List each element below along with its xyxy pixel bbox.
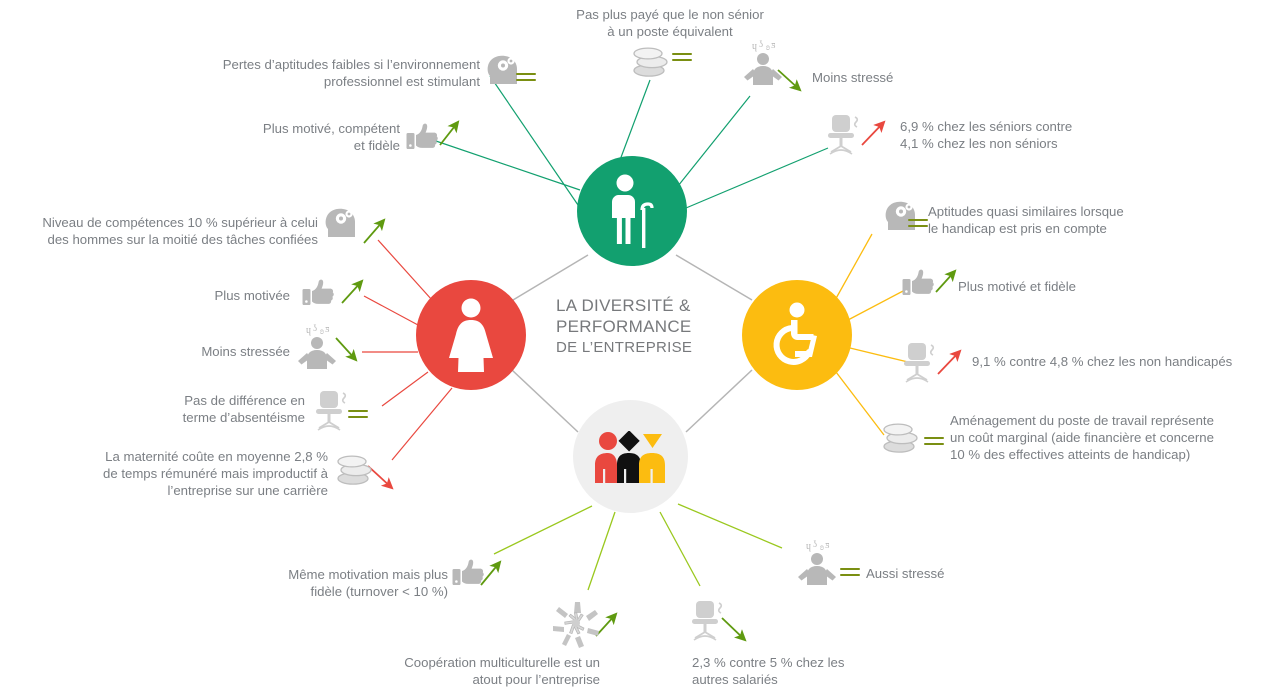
diversity-absenteeism-label: 2,3 % contre 5 % chez les autres salarié… [692, 655, 845, 687]
head-with-gears-icon [884, 200, 918, 232]
svg-text:ɥ: ɥ [306, 325, 311, 336]
senior-motivation-label: Plus motivé, compétent et fidèle [262, 121, 400, 153]
hands-together-teamwork-icon [550, 598, 602, 648]
women-absenteeism-label: Pas de différence en terme d’absentéisme [182, 393, 305, 425]
thumbs-up-icon [452, 558, 484, 588]
hub-circle-women[interactable] [416, 280, 526, 390]
empty-office-chair-icon [900, 340, 942, 384]
center-title-line3: DE L’ENTREPRISE [556, 339, 693, 356]
handicap-skills-label: Aptitudes quasi similaires lorsque le ha… [928, 204, 1124, 236]
svg-text:ʚ: ʚ [820, 542, 824, 552]
thumbs-up-icon [902, 268, 934, 298]
svg-text:ʚ: ʚ [320, 326, 324, 336]
wheelchair-accessibility-icon [764, 302, 830, 368]
hub-circle-handicap[interactable] [742, 280, 852, 390]
svg-text:ʖ: ʖ [313, 323, 317, 333]
stressed-person-icon: ɥ ʖ ʚ ƽ [794, 538, 840, 586]
stressed-person-icon: ɥ ʖ ʚ ƽ [294, 322, 340, 370]
svg-text:ʖ: ʖ [759, 39, 763, 49]
equals-indicator-icon [908, 219, 928, 228]
thumbs-up-icon [302, 278, 334, 308]
stack-of-coins-icon [630, 44, 670, 78]
diversity-stress-label: Aussi stressé [866, 566, 945, 581]
handicap-workstation-label: Aménagement du poste de travail représen… [950, 413, 1214, 462]
handicap-absenteeism-label: 9,1 % contre 4,8 % chez les non handicap… [972, 354, 1233, 369]
handicap-motivation-label: Plus motivé et fidèle [958, 279, 1077, 294]
head-with-gears-icon [324, 207, 358, 239]
svg-text:ƽ: ƽ [771, 40, 776, 51]
women-maternity-label: La maternité coûte en moyenne 2,8 % de t… [102, 449, 328, 498]
hub-circle-senior[interactable] [577, 156, 687, 266]
three-diverse-people-icon [593, 430, 669, 483]
svg-text:ɥ: ɥ [752, 41, 757, 52]
stressed-person-icon: ɥ ʖ ʚ ƽ [740, 38, 786, 86]
stack-of-coins-icon [334, 452, 374, 486]
senior-absenteeism-label: 6,9 % chez les séniors contre 4,1 % chez… [900, 119, 1073, 151]
elderly-person-with-cane-icon [602, 174, 662, 248]
women-skills-label: Niveau de compétences 10 % supérieur à c… [42, 215, 318, 247]
center-title-line2: PERFORMANCE [556, 317, 692, 336]
senior-stress-label: Moins stressé [812, 70, 894, 85]
stack-of-coins-icon [880, 420, 920, 454]
women-stress-label: Moins stressée [201, 344, 290, 359]
svg-text:ʚ: ʚ [766, 42, 770, 52]
equals-indicator-icon [516, 73, 536, 82]
equals-indicator-icon [672, 53, 692, 62]
head-with-gears-icon [486, 54, 520, 86]
thumbs-up-icon [406, 122, 438, 152]
svg-text:ɥ: ɥ [806, 541, 811, 552]
page-title: LA DIVERSITÉ & PERFORMANCE DE L’ENTREPRI… [556, 295, 728, 358]
svg-text:ʖ: ʖ [813, 539, 817, 549]
empty-office-chair-icon [824, 112, 866, 156]
center-title-line1: LA DIVERSITÉ & [556, 296, 691, 315]
svg-text:ƽ: ƽ [325, 324, 330, 335]
equals-indicator-icon [840, 568, 860, 577]
empty-office-chair-icon [312, 388, 354, 432]
senior-skills-label: Pertes d’aptitudes faibles si l’environn… [222, 57, 480, 89]
woman-figure-icon [444, 298, 498, 372]
hub-circle-diversity[interactable] [573, 400, 688, 513]
equals-indicator-icon [924, 437, 944, 446]
empty-office-chair-icon [688, 598, 730, 642]
diversity-cooperation-label: Coopération multiculturelle est un atout… [404, 655, 600, 687]
women-motivation-label: Plus motivée [214, 288, 291, 303]
senior-pay-label: Pas plus payé que le non sénior à un pos… [576, 7, 764, 39]
svg-text:ƽ: ƽ [825, 540, 830, 551]
diversity-rays [493, 503, 783, 591]
diversity-loyalty-label: Même motivation mais plus fidèle (turnov… [288, 567, 448, 599]
equals-indicator-icon [348, 410, 368, 419]
